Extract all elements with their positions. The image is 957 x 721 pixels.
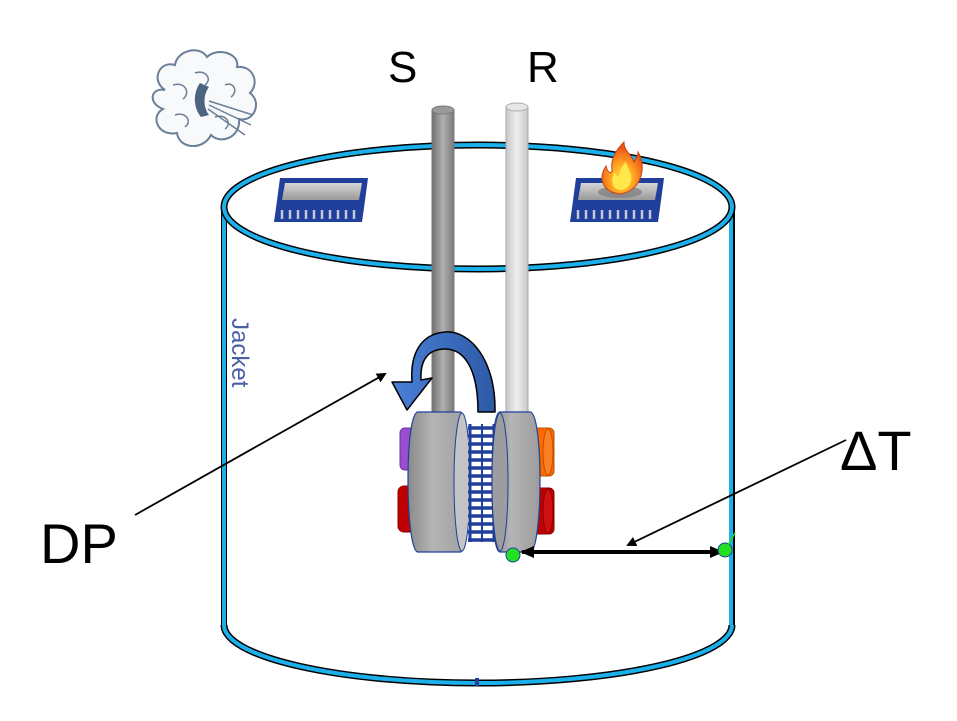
sample-rod [431,105,455,416]
thermal-link-coil [468,424,496,542]
reference-label: R [527,43,559,92]
reference-cell [491,411,541,553]
sample-sensor-dot [505,547,521,563]
jacket-bottom-outline [220,624,736,687]
delta-t-label: ΔT [840,419,912,482]
reference-chip-fire-icon [570,140,664,222]
curved-arrow-icon [391,331,496,413]
jacket-label: Jacket [226,318,253,388]
jacket-bottom [222,624,734,685]
dp-label: DP [40,512,118,575]
reference-rod [505,102,529,416]
jacket-sensor-lead [727,532,736,546]
delta-t-leader-arrow [626,439,847,547]
sample-cell [407,411,471,553]
jacket-bottom-marker [475,678,479,686]
jacket-sensor-dot [717,542,733,558]
sample-label: S [388,43,417,92]
jacket-cylinder [220,141,736,687]
dp-leader-arrow [134,373,387,516]
sample-chip-icon [274,178,368,222]
fire-icon [601,140,643,195]
jacket-top [222,143,734,271]
wind-god-icon [151,49,257,147]
